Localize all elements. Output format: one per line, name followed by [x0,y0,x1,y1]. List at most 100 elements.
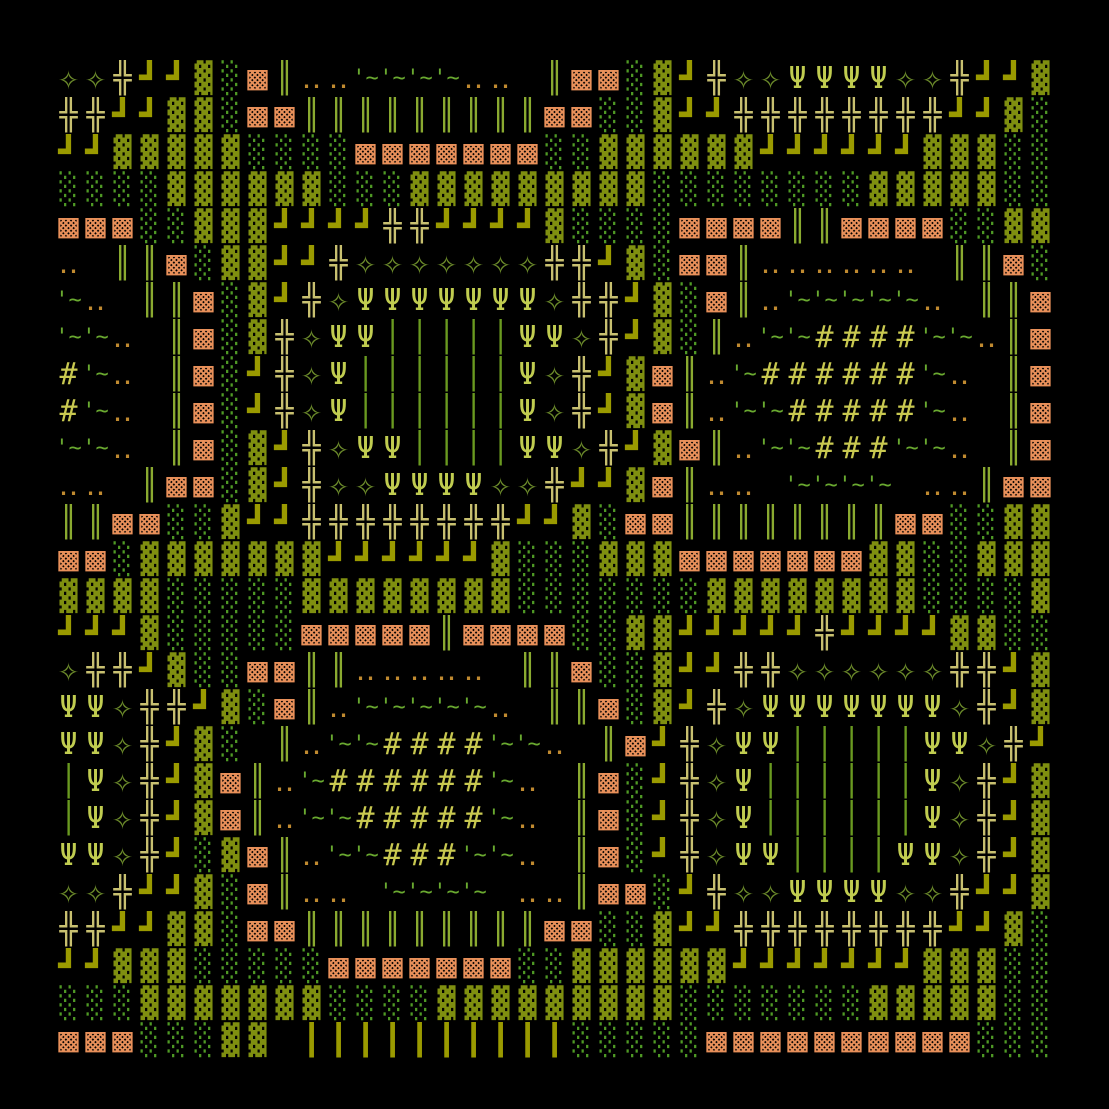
block-glyph: ▩ [895,504,916,541]
block-glyph: ▩ [112,504,133,541]
line-glyph: │ [464,320,483,355]
corner-glyph: ┛ [1003,800,1024,837]
cross-glyph: ╬ [329,246,348,281]
dots-glyph: ‥ [949,431,970,466]
dots-glyph: ‥ [733,468,754,503]
corner-glyph: ┛ [193,689,214,726]
tilde-glyph: '~ [757,325,784,350]
cross-glyph: ╬ [410,209,429,244]
hash-glyph: # [788,394,807,429]
light-shade-glyph: ░ [194,949,213,984]
dark-shade-glyph: ▓ [518,172,537,207]
dark-shade-glyph: ▓ [167,542,186,577]
dark-shade-glyph: ▓ [194,98,213,133]
light-shade-glyph: ░ [626,690,645,725]
double-bar-glyph: ║ [1004,394,1023,429]
light-shade-glyph: ░ [599,653,618,688]
tilde-glyph: '~ [406,66,433,91]
psi-glyph: Ψ [491,283,510,318]
cross-glyph: ╬ [707,61,726,96]
light-shade-glyph: ░ [167,209,186,244]
light-shade-glyph: ░ [626,98,645,133]
light-shade-glyph: ░ [221,727,240,762]
dots-glyph: ‥ [85,283,106,318]
light-shade-glyph: ░ [545,542,564,577]
dark-shade-glyph: ▓ [248,1023,267,1058]
hash-glyph: # [437,838,456,873]
bar-glyph: ┃ [464,1023,483,1058]
tilde-glyph: '~ [406,695,433,720]
light-shade-glyph: ░ [734,172,753,207]
double-bar-glyph: ║ [491,912,510,947]
dark-shade-glyph: ▓ [734,135,753,170]
hash-glyph: # [410,727,429,762]
cross-glyph: ╬ [761,98,780,133]
light-shade-glyph: ░ [950,209,969,244]
corner-glyph: ┛ [679,615,700,652]
hash-glyph: # [356,801,375,836]
star-glyph: ✧ [868,652,889,689]
dark-shade-glyph: ▓ [248,172,267,207]
light-shade-glyph: ░ [680,283,699,318]
dark-shade-glyph: ▓ [59,579,78,614]
tilde-glyph: '~ [811,288,838,313]
block-glyph: ▩ [1030,467,1051,504]
dark-shade-glyph: ▓ [572,949,591,984]
psi-glyph: Ψ [815,690,834,725]
star-glyph: ✧ [976,726,997,763]
cross-glyph: ╬ [140,764,159,799]
psi-glyph: Ψ [869,61,888,96]
dots-glyph: ‥ [301,727,322,762]
light-shade-glyph: ░ [599,616,618,651]
block-glyph: ▩ [355,134,376,171]
light-shade-glyph: ░ [383,986,402,1021]
dark-shade-glyph: ▓ [167,912,186,947]
tilde-glyph: '~ [514,732,541,757]
double-bar-glyph: ║ [437,98,456,133]
star-glyph: ✧ [328,430,349,467]
cross-glyph: ╬ [410,505,429,540]
dark-shade-glyph: ▓ [221,172,240,207]
cross-glyph: ╬ [383,505,402,540]
art-row: ▩▩▩░░▓▓▓┛┛┛┛╬╬┛┛┛┛▓░░░░▩▩▩▩║║▩▩▩▩░░▓▓ [55,208,1054,245]
dark-shade-glyph: ▓ [1031,542,1050,577]
corner-glyph: ┛ [598,356,619,393]
cross-glyph: ╬ [356,505,375,540]
star-glyph: ✧ [355,467,376,504]
psi-glyph: Ψ [545,431,564,466]
dots-glyph: ‥ [706,357,727,392]
light-shade-glyph: ░ [1031,912,1050,947]
line-glyph: │ [437,394,456,429]
star-glyph: ✧ [571,319,592,356]
cross-glyph: ╬ [896,98,915,133]
dark-shade-glyph: ▓ [977,949,996,984]
dark-shade-glyph: ▓ [950,986,969,1021]
line-glyph: │ [59,801,78,836]
psi-glyph: Ψ [464,283,483,318]
light-shade-glyph: ░ [626,838,645,873]
double-bar-glyph: ║ [86,505,105,540]
light-shade-glyph: ░ [248,135,267,170]
dots-glyph: ‥ [517,764,538,799]
block-glyph: ▩ [274,652,295,689]
dark-shade-glyph: ▓ [923,172,942,207]
psi-glyph: Ψ [86,690,105,725]
hash-glyph: # [896,320,915,355]
psi-glyph: Ψ [410,468,429,503]
light-shade-glyph: ░ [653,579,672,614]
cross-glyph: ╬ [383,209,402,244]
light-shade-glyph: ░ [599,1023,618,1058]
dark-shade-glyph: ▓ [221,1023,240,1058]
line-glyph: │ [869,764,888,799]
double-bar-glyph: ║ [464,98,483,133]
corner-glyph: ┛ [679,97,700,134]
block-glyph: ▩ [706,541,727,578]
light-shade-glyph: ░ [329,172,348,207]
dark-shade-glyph: ▓ [1031,61,1050,96]
double-bar-glyph: ║ [707,505,726,540]
light-shade-glyph: ░ [356,986,375,1021]
psi-glyph: Ψ [950,727,969,762]
hash-glyph: # [869,320,888,355]
